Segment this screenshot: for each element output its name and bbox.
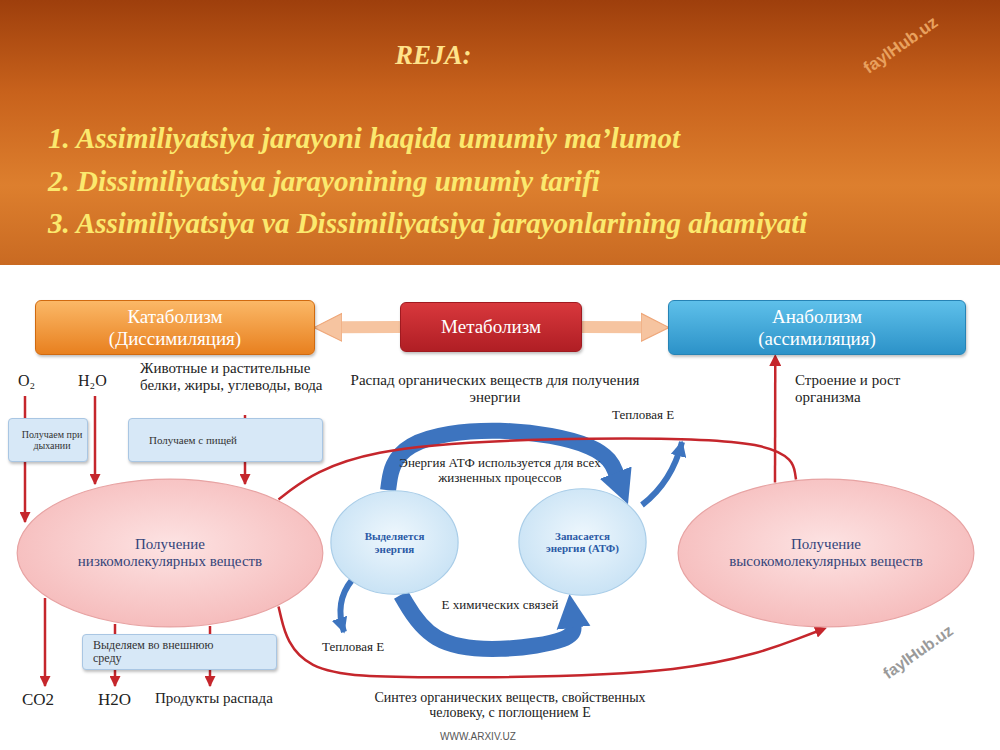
process-ellipse: Получение высокомолекулярных веществ xyxy=(676,478,976,628)
slide-title: REJA: xyxy=(395,40,472,71)
food-label: Животные и растительные белки, жиры, угл… xyxy=(140,360,340,393)
product-label: CO2 xyxy=(22,690,54,710)
heat-arrow xyxy=(642,442,682,505)
plan-item: 1. Assimiliyatsiya jarayoni haqida umumi… xyxy=(48,122,680,155)
product-label: H2O xyxy=(98,690,131,710)
node-text: Получение высокомолекулярных веществ xyxy=(726,536,926,570)
output-arrow xyxy=(44,598,47,686)
energy-note: Энергия АТФ используется для всех жизнен… xyxy=(380,456,620,485)
connector xyxy=(774,365,777,483)
growth-label: Строение и рост организма xyxy=(795,372,955,405)
source-box: Получаем с пищей xyxy=(128,418,323,462)
connector xyxy=(279,439,797,500)
anabolism-box: Анаболизм (ассимиляция) xyxy=(668,300,966,355)
bond-energy-label: Е химических связей xyxy=(420,598,580,613)
node-text: Запасается энергия (АТФ) xyxy=(538,530,628,555)
heat-label: Тепловая Е xyxy=(322,640,384,655)
process-note: Распад органических веществ для получени… xyxy=(350,372,640,405)
node-text: Получение низкомолекулярных веществ xyxy=(75,536,265,570)
energy-circle: Выделяется энергия xyxy=(330,490,459,595)
node-text: Метаболизм xyxy=(441,316,541,337)
process-ellipse: Получение низкомолекулярных веществ xyxy=(15,478,325,628)
substance-label: O₂ xyxy=(18,372,35,390)
source-box: Получаем при дыхании xyxy=(8,418,88,462)
connector xyxy=(582,321,644,333)
connector xyxy=(279,607,817,678)
node-text: Катаболизм (Диссимиляция) xyxy=(90,306,260,349)
catabolism-box: Катаболизм (Диссимиляция) xyxy=(35,300,315,355)
plan-item: 3. Assimiliyatsiya va Dissimiliyatsiya j… xyxy=(48,207,807,240)
output-box: Выделяем во внешнюю среду xyxy=(82,634,277,670)
watermark: WWW.ARXIV.UZ xyxy=(440,731,516,743)
plan-item: 2. Dissimiliyatsiya jarayonining umumiy … xyxy=(48,165,600,198)
node-text: Анаболизм (ассимиляция) xyxy=(717,306,917,349)
energy-circle: Запасается энергия (АТФ) xyxy=(518,488,647,596)
metabolism-box: Метаболизм xyxy=(400,302,582,352)
watermark: faylHub.uz xyxy=(880,622,957,683)
product-label: Продукты распада xyxy=(155,690,273,707)
substance-label: H₂O xyxy=(78,372,107,390)
node-text: Получаем при дыхании xyxy=(21,429,83,451)
node-text: Выделяется энергия xyxy=(350,530,440,555)
synthesis-note: Синтез органических веществ, свойственны… xyxy=(350,690,670,721)
connector xyxy=(339,321,400,333)
input-arrow xyxy=(94,396,97,484)
node-text: Выделяем во внешнюю среду xyxy=(93,639,243,666)
heat-label: Тепловая Е xyxy=(612,408,674,423)
node-text: Получаем с пищей xyxy=(149,434,237,446)
heat-arrow xyxy=(340,580,352,632)
